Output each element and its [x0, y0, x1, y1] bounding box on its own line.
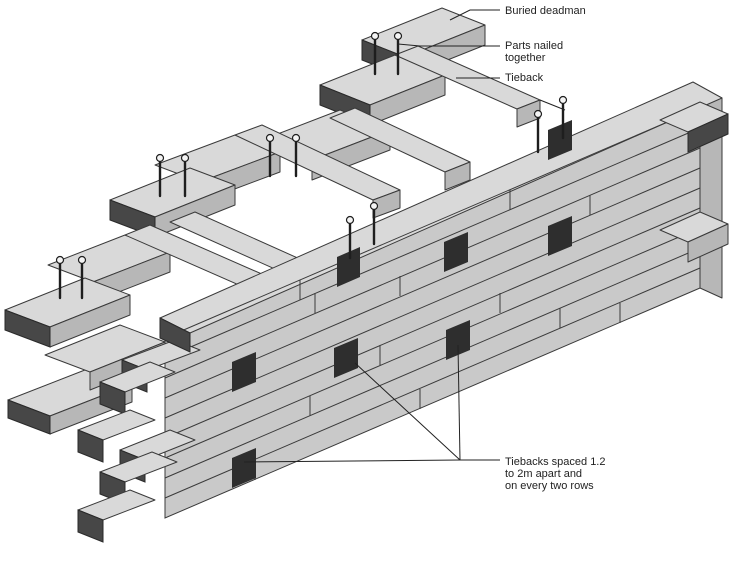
nail-icon: [345, 215, 355, 225]
wall-left-headers: [77, 317, 201, 543]
deadman-lower: [4, 277, 131, 348]
nail-icon: [77, 255, 87, 265]
wall-right-headers: [659, 101, 729, 263]
nail-icon: [180, 153, 190, 163]
nails: [55, 31, 568, 300]
nail-icon: [291, 133, 301, 143]
label-buried-deadman: Buried deadman: [505, 5, 586, 17]
leader-buried-deadman: [449, 9, 500, 21]
label-parts-nailed: Parts nailed together: [505, 40, 564, 64]
leader-spacing-3: [457, 344, 461, 461]
wall-joints: [254, 190, 621, 480]
nail-icon: [155, 153, 165, 163]
nail-icon: [393, 31, 403, 41]
label-tieback: Tieback: [505, 72, 544, 84]
leader-spacing-2: [243, 459, 461, 463]
label-tieback-spacing: Tiebacks spaced 1.2 to 2m apart and on e…: [505, 456, 606, 492]
nail-icon: [265, 133, 275, 143]
tieback-ends: [232, 120, 572, 488]
leader-parts-nailed: [397, 43, 500, 47]
nail-icon: [533, 109, 543, 119]
wall-courses: [164, 107, 701, 499]
tieback-middle-rail: [234, 107, 471, 219]
crib-wall-face: [77, 81, 729, 543]
leader-lines: [243, 9, 566, 463]
nail-icon: [369, 201, 379, 211]
nail-icon: [55, 255, 65, 265]
nail-icon: [558, 95, 568, 105]
crib-frame: [4, 7, 541, 435]
nail-icon: [370, 31, 380, 41]
